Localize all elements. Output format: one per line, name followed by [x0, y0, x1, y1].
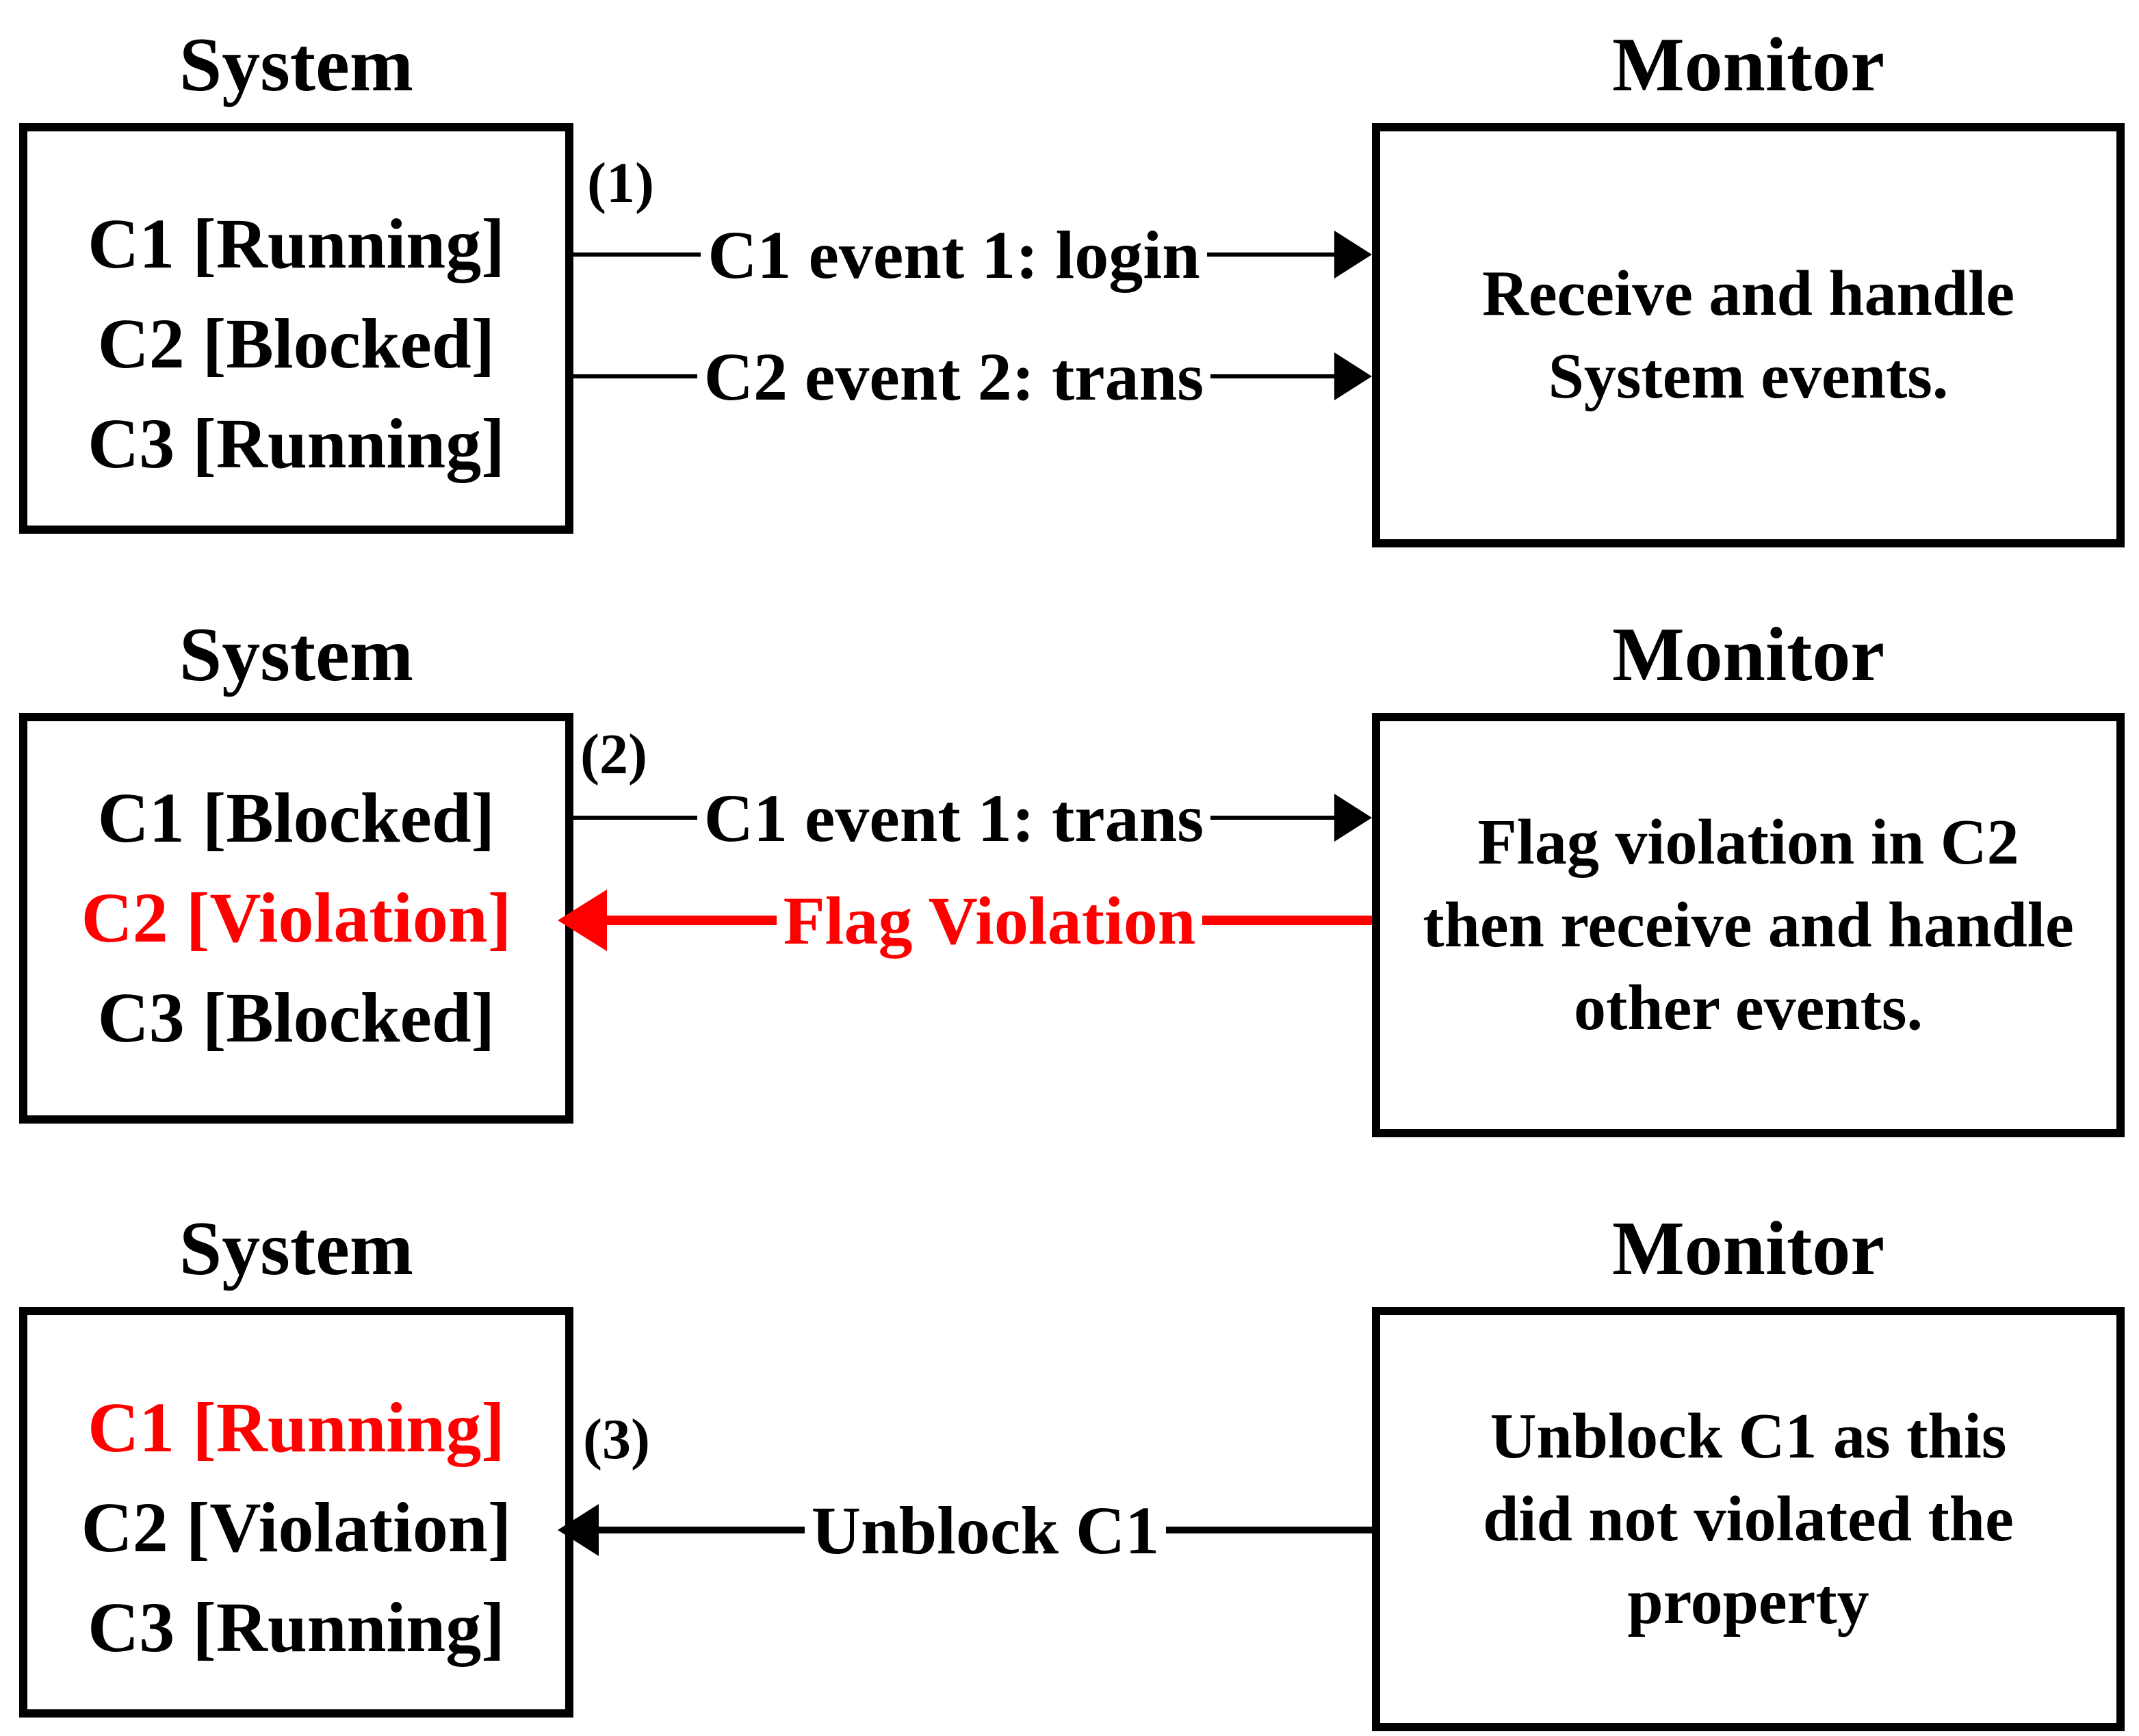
step-label: (3) [583, 1408, 650, 1471]
arrow-label: C1 event 1: login [708, 216, 1200, 293]
monitor-text-line: did not violated the [1483, 1483, 2014, 1555]
monitor-box: Unblock C1 as this did not violated the … [1372, 1307, 2125, 1731]
panel-step-1: System Monitor C1 [Running] C2 [Blocked]… [0, 0, 2139, 554]
arrow-line [1210, 374, 1335, 378]
monitor-text-line: System events. [1548, 341, 1949, 412]
arrowhead-right [1334, 794, 1373, 842]
monitor-title: Monitor [1611, 612, 1885, 697]
arrow-c1-event-login: C1 event 1: login [573, 217, 1373, 293]
component-state-c2: C2 [Violation] [81, 1488, 512, 1567]
arrow-line [573, 252, 701, 257]
arrow-label: C2 event 2: trans [703, 338, 1204, 415]
arrow-flag-violation: Flag Violation [558, 883, 1372, 959]
arrow-line [1202, 916, 1372, 925]
component-state-c1: C1 [Blocked] [97, 779, 495, 857]
system-title: System [179, 1206, 414, 1291]
arrowhead-left [558, 890, 607, 951]
arrow-line [573, 816, 697, 820]
arrow-line [1166, 1527, 1373, 1533]
monitor-box: Receive and handle System events. [1372, 123, 2125, 547]
monitor-text-line: property [1627, 1566, 1869, 1637]
arrowhead-right [1334, 352, 1373, 400]
arrow-label: Unblock C1 [811, 1492, 1160, 1568]
system-title: System [179, 612, 414, 697]
monitor-title: Monitor [1611, 1206, 1885, 1291]
arrow-c1-event-trans: C1 event 1: trans [573, 780, 1373, 856]
panel-step-2: System Monitor C1 [Blocked] C2 [Violatio… [0, 590, 2139, 1144]
step-label: (2) [580, 723, 647, 786]
arrow-label: C1 event 1: trans [703, 779, 1204, 856]
monitor-box: Flag violation in C2 then receive and ha… [1372, 713, 2125, 1137]
arrow-line [1210, 816, 1335, 820]
step-label: (1) [587, 151, 654, 215]
arrow-line [573, 374, 697, 378]
component-state-c1: C1 [Running] [88, 1388, 505, 1467]
monitor-text-line: other events. [1574, 972, 1923, 1044]
system-box: C1 [Running] C2 [Blocked] C3 [Running] [19, 123, 573, 534]
component-state-c3: C3 [Blocked] [97, 979, 495, 1057]
arrow-line [607, 916, 777, 925]
component-state-c1: C1 [Running] [88, 204, 505, 283]
arrow-line [599, 1527, 805, 1533]
component-state-c3: C3 [Running] [88, 1588, 505, 1667]
system-box: C1 [Running] C2 [Violation] C3 [Running] [19, 1307, 573, 1718]
monitor-text-line: then receive and handle [1423, 889, 2074, 961]
monitor-title: Monitor [1611, 23, 1885, 107]
monitor-text-line: Flag violation in C2 [1477, 806, 2019, 878]
arrow-c2-event-trans: C2 event 2: trans [573, 339, 1373, 415]
arrow-label: Flag Violation [783, 882, 1196, 959]
arrowhead-right [1334, 231, 1373, 278]
monitor-text-line: Receive and handle [1481, 258, 2015, 329]
arrow-line [1206, 252, 1335, 257]
component-state-c2: C2 [Blocked] [97, 304, 495, 383]
monitor-text-line: Unblock C1 as this [1490, 1400, 2007, 1472]
system-box: C1 [Blocked] C2 [Violation] C3 [Blocked] [19, 713, 573, 1124]
system-title: System [179, 23, 414, 107]
component-state-c2: C2 [Violation] [81, 879, 512, 957]
arrowhead-left [558, 1504, 599, 1556]
arrow-unblock-c1: Unblock C1 [558, 1492, 1373, 1568]
component-state-c3: C3 [Running] [88, 404, 505, 483]
panel-step-3: System Monitor C1 [Running] C2 [Violatio… [0, 1184, 2139, 1736]
